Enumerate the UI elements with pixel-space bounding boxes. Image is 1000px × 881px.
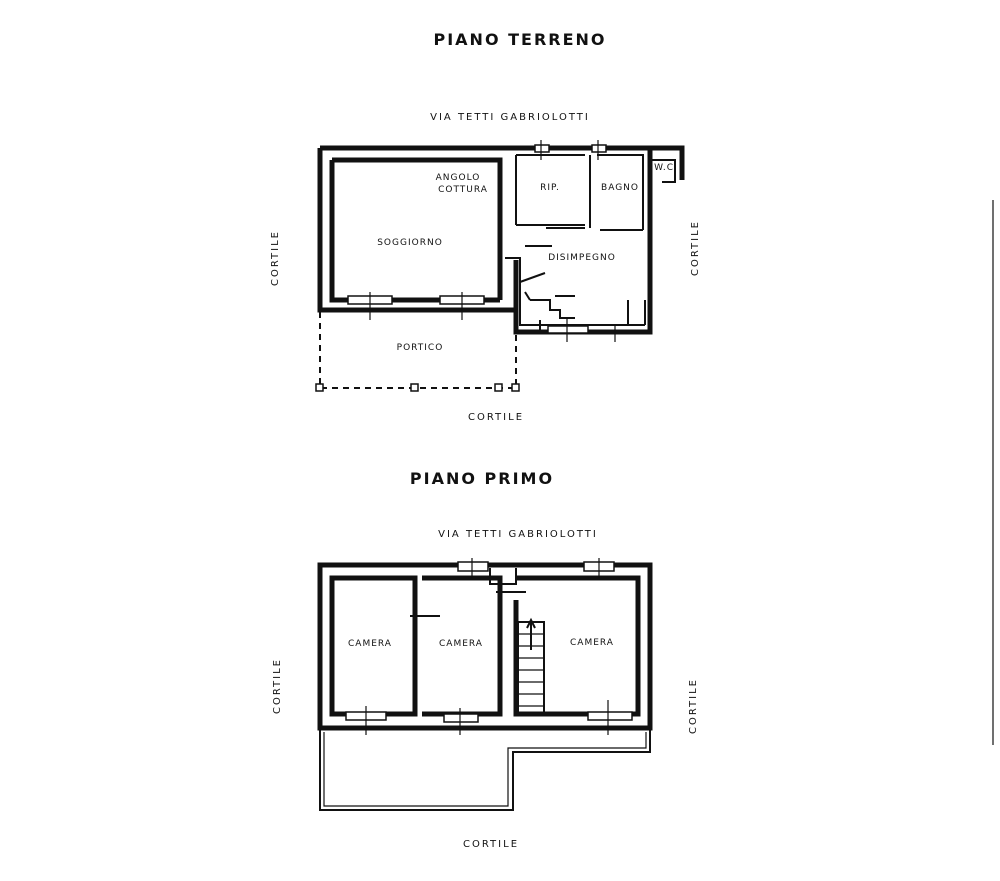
window-top-bagno <box>591 144 607 153</box>
wc-wall <box>650 159 676 183</box>
first-floor-terrace <box>319 728 651 811</box>
disimpegno-walls <box>505 257 646 326</box>
room-label-camera-right: CAMERA <box>570 638 614 648</box>
first-cortile-bottom: CORTILE <box>463 839 519 850</box>
ground-floor-street-label: VIA TETTI GABRIOLOTTI <box>430 112 590 123</box>
ground-floor-stair <box>524 291 575 330</box>
first-floor-hall-notch <box>489 568 517 585</box>
room-label-portico: PORTICO <box>397 343 444 353</box>
portico-post-1 <box>315 383 324 392</box>
room-label-camera-middle: CAMERA <box>439 639 483 649</box>
room-label-bagno: BAGNO <box>601 183 639 193</box>
room-label-soggiorno: SOGGIORNO <box>377 238 443 248</box>
camera-left-walls <box>329 575 418 717</box>
window-bottom-right <box>587 711 633 721</box>
first-floor-stair <box>517 617 545 715</box>
room-label-wc: W.C. <box>654 163 678 173</box>
camera-right-walls <box>513 575 641 717</box>
ground-floor-title: PIANO TERRENO <box>433 30 606 49</box>
rip-bagno-walls <box>515 154 644 231</box>
first-cortile-right: CORTILE <box>688 678 699 734</box>
stair-arrow-line <box>519 272 546 283</box>
room-label-angolo-1: ANGOLO <box>436 173 481 183</box>
window-disimpegno-bottom <box>547 325 589 334</box>
portico-post-2 <box>410 383 419 392</box>
first-floor-title: PIANO PRIMO <box>410 469 554 488</box>
ground-cortile-bottom: CORTILE <box>468 412 524 423</box>
first-cortile-left: CORTILE <box>272 658 283 714</box>
room-label-angolo-2: COTTURA <box>438 185 488 195</box>
window-top-rip <box>534 144 550 153</box>
ground-floor-plan: PIANO TERRENO VIA TETTI GABRIOLOTTI <box>270 30 701 423</box>
first-floor-street-label: VIA TETTI GABRIOLOTTI <box>438 529 598 540</box>
ground-cortile-left: CORTILE <box>270 230 281 286</box>
first-floor-plan: PIANO PRIMO VIA TETTI GABRIOLOTTI <box>272 469 699 850</box>
first-floor-terrace-inner <box>323 732 647 807</box>
portico-post-3 <box>494 383 503 392</box>
portico-post-4 <box>511 383 520 392</box>
window-top-middle <box>457 561 489 572</box>
ground-cortile-right: CORTILE <box>690 220 701 276</box>
portico-outline <box>319 312 517 389</box>
room-label-camera-left: CAMERA <box>348 639 392 649</box>
window-bottom-middle <box>443 713 479 723</box>
room-label-rip: RIP. <box>540 183 560 193</box>
room-label-disimpegno: DISIMPEGNO <box>548 253 616 263</box>
